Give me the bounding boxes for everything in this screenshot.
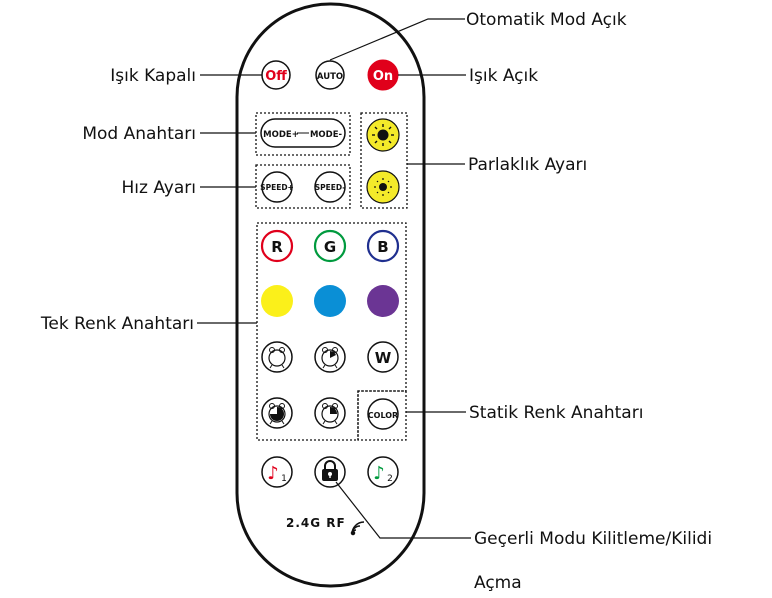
svg-text:SPEED-: SPEED- <box>315 183 346 192</box>
white-button[interactable]: W <box>367 341 399 373</box>
brightness-group-box <box>360 112 408 209</box>
svg-text:1: 1 <box>281 474 287 484</box>
timer-button-4[interactable] <box>314 397 346 429</box>
speed-down-button[interactable]: SPEED- <box>314 171 346 203</box>
svg-text:W: W <box>375 349 392 367</box>
timer-button-3[interactable] <box>261 397 293 429</box>
off-button[interactable]: Off <box>261 60 291 90</box>
svg-text:MODE-: MODE- <box>310 130 343 140</box>
label-light-on: Işık Açık <box>469 66 538 86</box>
svg-text:Off: Off <box>265 69 287 84</box>
speed-up-button[interactable]: SPEED+ <box>260 171 294 203</box>
yellow-button[interactable] <box>261 285 293 317</box>
label-mode-switch: Mod Anahtarı <box>82 124 196 144</box>
svg-text:B: B <box>377 238 388 256</box>
label-speed: Hız Ayarı <box>122 178 197 198</box>
sun-icon <box>372 124 394 146</box>
label-static-color: Statik Renk Anahtarı <box>469 403 643 423</box>
auto-button[interactable]: AUTO <box>315 60 345 90</box>
svg-text:2: 2 <box>387 474 393 484</box>
label-auto-mode-on: Otomatik Mod Açık <box>466 10 627 30</box>
static-color-group-box <box>357 390 407 441</box>
rf-label: 2.4G RF <box>286 516 346 530</box>
timer-button-1[interactable] <box>261 341 293 373</box>
timer-button-2[interactable] <box>314 341 346 373</box>
music-1-button[interactable]: ♪ 1 <box>261 456 293 488</box>
brightness-down-button[interactable] <box>366 170 400 204</box>
red-button[interactable]: R <box>260 229 294 263</box>
label-lock-line1: Geçerli Modu Kilitleme/Kilidi <box>474 529 712 549</box>
svg-text:G: G <box>324 238 336 256</box>
brightness-up-button[interactable] <box>366 118 400 152</box>
music-note-icon: ♪ <box>373 463 385 484</box>
blue-button[interactable]: B <box>366 229 400 263</box>
svg-text:R: R <box>271 238 283 256</box>
wireless-signal-icon <box>350 521 365 536</box>
lock-button[interactable] <box>314 456 346 488</box>
cyan-button[interactable] <box>314 285 346 317</box>
leader-lines <box>197 18 471 539</box>
svg-text:SPEED+: SPEED+ <box>260 183 294 192</box>
label-light-off: Işık Kapalı <box>110 66 196 86</box>
music-2-button[interactable]: ♪ 2 <box>367 456 399 488</box>
music-note-icon: ♪ <box>267 463 279 484</box>
padlock-icon <box>322 460 338 481</box>
label-lock-line2: Açma <box>474 573 522 593</box>
svg-text:MODE+: MODE+ <box>263 130 299 140</box>
on-button[interactable]: On <box>367 59 399 91</box>
svg-text:On: On <box>373 69 393 84</box>
label-brightness: Parlaklık Ayarı <box>468 155 587 175</box>
mode-button[interactable]: MODE+ MODE- <box>260 118 346 148</box>
green-button[interactable]: G <box>313 229 347 263</box>
color-button[interactable]: COLOR <box>367 398 399 430</box>
purple-button[interactable] <box>367 285 399 317</box>
svg-text:AUTO: AUTO <box>317 72 343 82</box>
sun-icon <box>374 178 392 196</box>
svg-text:COLOR: COLOR <box>368 411 398 420</box>
label-single-color: Tek Renk Anahtarı <box>40 314 194 334</box>
